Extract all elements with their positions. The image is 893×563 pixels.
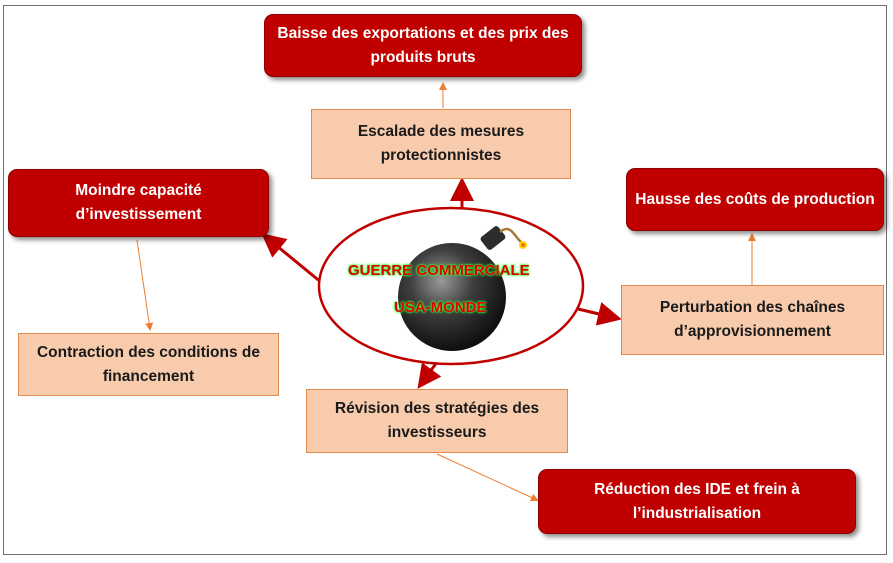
node-moindre-capacite: Moindre capacité d’investissement (8, 169, 269, 237)
node-perturbation-approvisionnement: Perturbation des chaînes d’approvisionne… (621, 285, 884, 355)
bomb-icon (398, 226, 527, 351)
arrow-moindre-to-contraction (136, 239, 154, 331)
center-label-line2: USA-MONDE (394, 299, 487, 316)
node-escalade-protectionnisme: Escalade des mesures protectionnistes (311, 109, 571, 179)
node-baisse-exportations: Baisse des exportations et des prix des … (264, 14, 582, 77)
arrow-revision-to-reduction (436, 453, 539, 502)
node-contraction-financement: Contraction des conditions de financemen… (18, 333, 279, 396)
node-reduction-ide: Réduction des IDE et frein à l’industria… (538, 469, 856, 534)
center-label-line1: GUERRE COMMERCIALE (348, 262, 530, 279)
node-hausse-couts: Hausse des coûts de production (626, 168, 884, 231)
arrow-to-right (577, 302, 622, 326)
arrow-to-left (261, 233, 323, 285)
node-revision-strategies: Révision des stratégies des investisseur… (306, 389, 568, 453)
